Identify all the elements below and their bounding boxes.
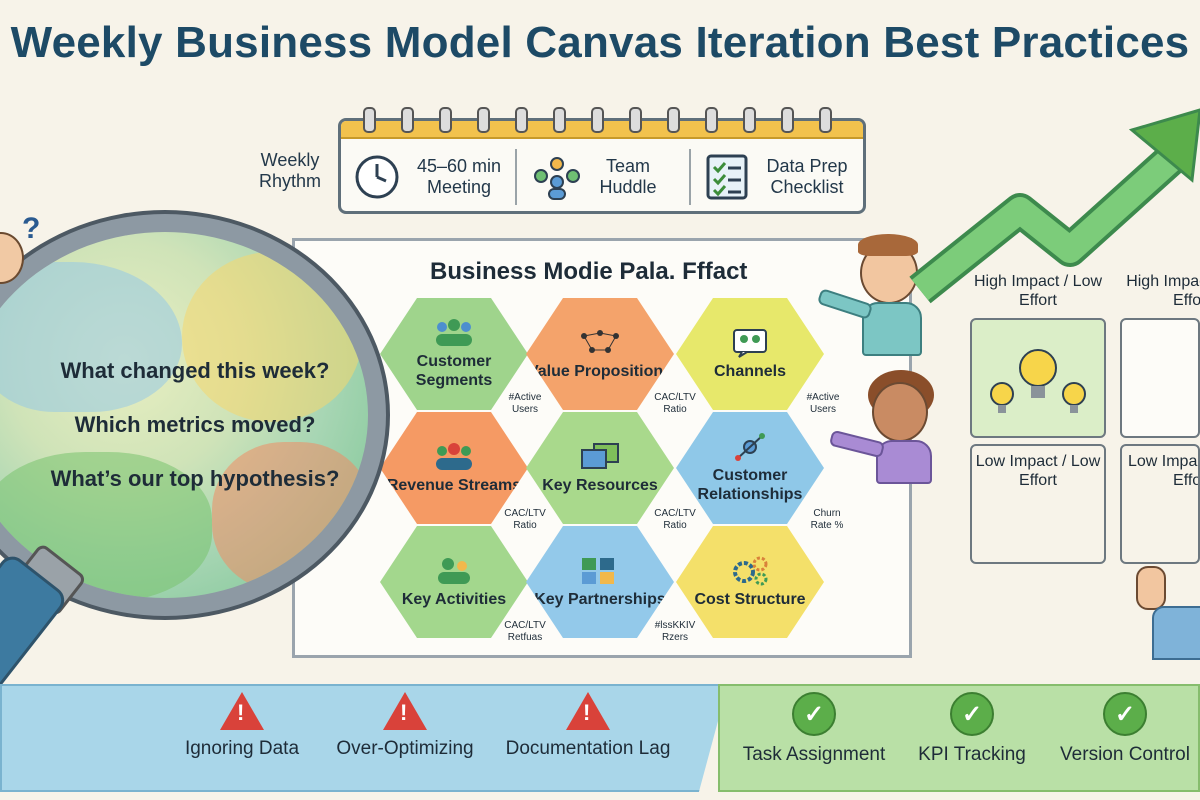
metric-tag: CAC/LTV Ratio — [654, 508, 696, 531]
checklist-icon — [706, 154, 748, 200]
block-label: Channels — [713, 362, 786, 380]
pitfall-label: Ignoring Data — [184, 738, 300, 759]
puzzle-icon — [582, 557, 614, 584]
block-customer-relationships: Customer Relationships — [676, 412, 824, 524]
warning-icon: ! — [566, 692, 610, 730]
metric-tag: #Active Users — [508, 392, 542, 415]
person-right-illustration — [1130, 566, 1200, 660]
pitfall-item: ! Documentation Lag — [500, 692, 676, 760]
quadrant-label: Low Impact / Low Effort — [975, 453, 1101, 489]
practice-label: Task Assignment — [742, 744, 886, 765]
team-icon — [534, 157, 580, 200]
calendar-ring — [591, 107, 604, 133]
gears-icon — [733, 556, 768, 585]
page-title: Weekly Business Model Canvas Iteration B… — [10, 18, 1190, 67]
quadrant-label: High Impact / Low Effort — [973, 273, 1103, 309]
block-label: Key Activities — [401, 590, 507, 608]
warning-icon: ! — [220, 692, 264, 730]
rhythm-item-checklist: Data Prep Checklist — [705, 147, 865, 207]
people-icon — [438, 557, 470, 584]
connections-icon — [581, 329, 619, 353]
calendar-ring — [781, 107, 794, 133]
block-cost-structure: Cost Structure — [676, 526, 824, 638]
pitfall-label: Documentation Lag — [505, 738, 671, 759]
rhythm-item-text: Team Huddle — [599, 156, 657, 197]
practice-item: ✓ KPI Tracking — [912, 692, 1032, 766]
board-title: Business Modie Pala. Fffact — [430, 258, 748, 285]
quadrant-high-impact-low-effort — [970, 318, 1106, 438]
review-question: What’s our top hypothesis? — [50, 466, 340, 491]
rhythm-label: Weekly Rhythm — [258, 150, 321, 191]
quadrant-low-impact-low-effort — [970, 444, 1106, 564]
calendar-ring — [553, 107, 566, 133]
check-icon: ✓ — [1103, 692, 1147, 736]
block-value-propositions: Value Propositions — [526, 298, 674, 410]
block-key-activities: Key Activities — [380, 526, 528, 638]
block-label: Value Propositions — [527, 362, 673, 380]
check-icon: ✓ — [950, 692, 994, 736]
block-key-resources: Key Resources — [526, 412, 674, 524]
warning-icon: ! — [383, 692, 427, 730]
block-label: Revenue Streams — [386, 476, 522, 494]
review-question: Which metrics moved? — [74, 412, 316, 437]
quadrant-low-impact-high-effort — [1120, 444, 1200, 564]
block-channels: Channels — [676, 298, 824, 410]
screens-icon — [581, 442, 619, 469]
chat-icon — [733, 328, 767, 358]
rhythm-item-huddle: Team Huddle — [529, 147, 679, 207]
metric-tag: Churn Rate % — [810, 508, 844, 531]
block-key-partnerships: Key Partnerships — [526, 526, 674, 638]
calendar-ring — [667, 107, 680, 133]
satellite-icon — [735, 433, 765, 461]
calendar-divider — [689, 149, 691, 205]
calendar-ring — [477, 107, 490, 133]
block-label: Key Partnerships — [534, 590, 666, 608]
weekly-rhythm-calendar: 45–60 min Meeting Team Huddle Data Prep … — [338, 107, 866, 214]
people-icon — [436, 319, 472, 346]
calendar-ring — [363, 107, 376, 133]
calendar-ring — [439, 107, 452, 133]
metric-tag: CAC/LTV Ratio — [654, 392, 696, 415]
growth-arrow-icon — [909, 108, 1200, 304]
kid-girl-illustration — [828, 366, 940, 486]
quadrant-label: High Impact / High Effort — [1126, 273, 1200, 309]
pitfall-item: ! Ignoring Data — [182, 692, 302, 760]
block-label: Customer Relationships — [697, 467, 803, 503]
calendar-ring — [705, 107, 718, 133]
rhythm-item-text: 45–60 min Meeting — [416, 156, 502, 197]
practice-label: KPI Tracking — [918, 744, 1026, 765]
lightbulb-icon — [990, 349, 1086, 413]
block-label: Customer Segments — [415, 353, 493, 389]
metric-tag: #lssKKIV Rzers — [654, 620, 696, 643]
practice-item: ✓ Version Control — [1056, 692, 1194, 766]
quadrant-label: Low Impact / High Effort — [1127, 453, 1200, 489]
calendar-ring — [743, 107, 756, 133]
clock-icon — [355, 155, 399, 199]
review-question: What changed this week? — [60, 358, 330, 383]
block-label: Cost Structure — [694, 590, 806, 608]
practice-label: Version Control — [1060, 744, 1190, 765]
pitfall-label: Over-Optimizing — [336, 738, 474, 759]
check-icon: ✓ — [792, 692, 836, 736]
kid-boy-illustration — [816, 228, 928, 358]
people-icon — [436, 442, 472, 470]
metric-tag: CAC/LTV Retfuas — [504, 620, 546, 643]
pitfall-item: ! Over-Optimizing — [330, 692, 480, 760]
calendar-ring — [819, 107, 832, 133]
calendar-divider — [515, 149, 517, 205]
metric-tag: #Active Users — [806, 392, 840, 415]
rhythm-item-meeting: 45–60 min Meeting — [353, 147, 513, 207]
calendar-ring — [401, 107, 414, 133]
practice-item: ✓ Task Assignment — [738, 692, 890, 766]
metric-tag: CAC/LTV Ratio — [504, 508, 546, 531]
calendar-ring — [515, 107, 528, 133]
magnifier-lens — [0, 232, 368, 598]
calendar-ring — [629, 107, 642, 133]
quadrant-high-impact-high-effort — [1120, 318, 1200, 438]
question-mark-icon: ? — [22, 212, 41, 245]
block-label: Key Resources — [542, 476, 658, 494]
rhythm-item-text: Data Prep Checklist — [766, 156, 848, 197]
